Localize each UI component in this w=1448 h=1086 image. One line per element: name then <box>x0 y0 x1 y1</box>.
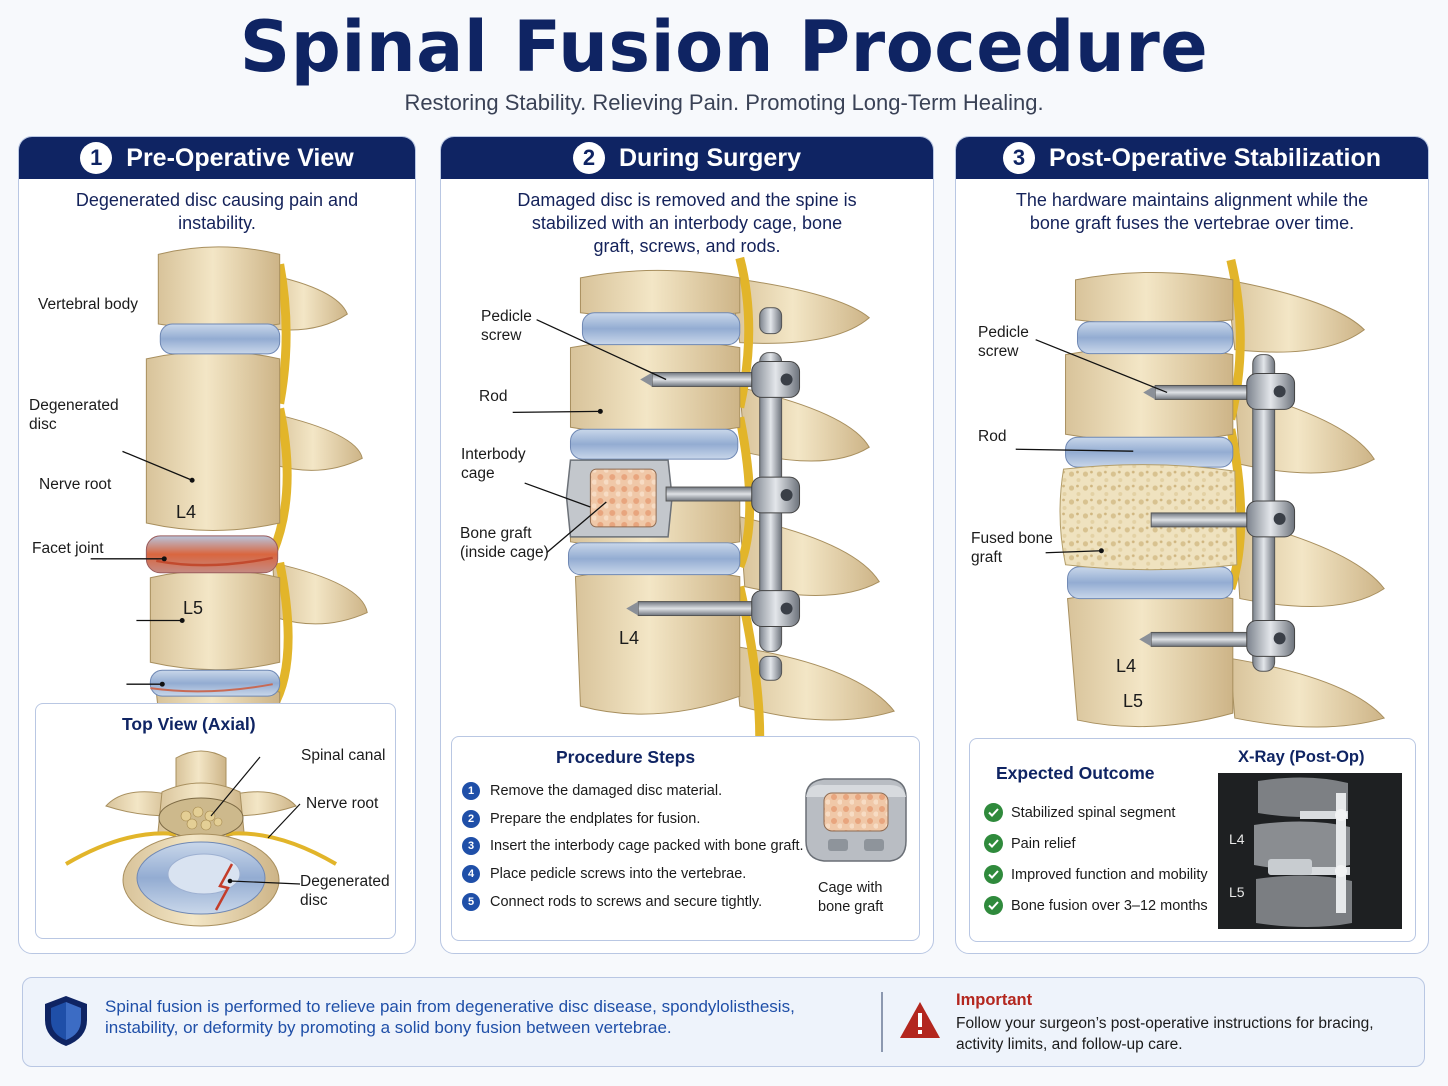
footer-info-text: Spinal fusion is performed to relieve pa… <box>105 997 795 1037</box>
label-bone-graft: Bone graft (inside cage) <box>460 525 549 561</box>
shield-icon <box>45 996 87 1046</box>
check-icon <box>984 834 1003 853</box>
important-text: Follow your surgeon’s post-operative ins… <box>956 1015 1374 1053</box>
footer-info-bar: Spinal fusion is performed to relieve pa… <box>22 977 1425 1067</box>
step-bullet: 2 <box>462 809 480 828</box>
panel-title: Pre-Operative View <box>126 143 354 172</box>
procedure-steps-box: Procedure Steps 1 Remove the damaged disc… <box>451 736 920 941</box>
label-rod: Rod <box>479 388 508 405</box>
outcome-list: Stabilized spinal segment Pain relief Im… <box>984 797 1208 921</box>
label-nerve-root: Nerve root <box>39 476 112 493</box>
list-item: 1 Remove the damaged disc material. <box>462 777 804 805</box>
page-subtitle: Restoring Stability. Relieving Pain. Pro… <box>404 90 1044 115</box>
label-cage-caption: Cage with bone graft <box>818 880 884 915</box>
xray-label-l5: L5 <box>1229 884 1245 900</box>
label-axial-degenerated-disc: Degenerated disc <box>300 873 390 909</box>
panel-description: The hardware maintains alignment while t… <box>1015 190 1369 233</box>
outcome-text: Stabilized spinal segment <box>1011 804 1176 821</box>
list-item: Pain relief <box>984 828 1208 859</box>
xray-title: X-Ray (Post-Op) <box>1238 748 1365 766</box>
label-facet-joint: Facet joint <box>32 540 104 557</box>
axial-view-box: Top View (Axial) Spinal canal Nerve root… <box>35 703 396 939</box>
axial-illustration <box>64 750 338 927</box>
outcome-text: Pain relief <box>1011 835 1076 852</box>
panel-description: Damaged disc is removed and the spine is… <box>517 190 857 256</box>
xray-label-l4: L4 <box>1229 831 1245 847</box>
list-item: Bone fusion over 3–12 months <box>984 890 1208 921</box>
label-spinal-canal: Spinal canal <box>301 747 386 764</box>
step-text: Prepare the endplates for fusion. <box>490 810 701 827</box>
outcome-title: Expected Outcome <box>996 763 1155 783</box>
procedure-steps-title: Procedure Steps <box>556 747 696 767</box>
list-item: 4 Place pedicle screws into the vertebrae… <box>462 860 804 888</box>
label-l4: L4 <box>176 502 197 522</box>
list-item: 5 Connect rods to screws and secure tight… <box>462 888 804 916</box>
important-title: Important <box>956 991 1033 1009</box>
outcome-text: Bone fusion over 3–12 months <box>1011 897 1208 914</box>
list-item: 2 Prepare the endplates for fusion. <box>462 805 804 833</box>
spine-illustration-post-op <box>1015 259 1386 728</box>
label-pedicle-screw: Pedicle screw <box>978 324 1029 360</box>
step-bullet: 4 <box>462 865 480 884</box>
step-bullet: 1 <box>462 781 480 800</box>
outcome-box: Expected Outcome Stabilized spinal segme… <box>969 738 1416 942</box>
pedicle-screw-upper <box>640 372 765 387</box>
label-degenerated-disc: Degenerated disc <box>29 397 119 433</box>
page-title: Spinal Fusion Procedure <box>239 6 1209 88</box>
step-number-badge: 3 <box>1002 142 1035 174</box>
list-item: Stabilized spinal segment <box>984 797 1208 828</box>
label-l4: L4 <box>1116 656 1137 676</box>
panel-header: 2 During Surgery <box>441 137 933 179</box>
check-icon <box>984 896 1003 915</box>
check-icon <box>984 803 1003 822</box>
list-item: Improved function and mobility <box>984 859 1208 890</box>
panel-description: Degenerated disc causing pain and instab… <box>75 190 359 233</box>
list-item: 3 Insert the interbody cage packed with b… <box>462 833 804 861</box>
axial-view-title: Top View (Axial) <box>122 714 256 734</box>
footer-divider <box>881 992 883 1052</box>
step-bullet: 5 <box>462 893 480 912</box>
panel-header: 3 Post-Operative Stabilization <box>956 137 1428 179</box>
panel-post-operative: 3 Post-Operative Stabilization The hardw… <box>955 136 1429 954</box>
spine-illustration-surgery <box>512 257 895 737</box>
cage-illustration <box>805 778 907 862</box>
label-fused-bone-graft: Fused bone graft <box>971 530 1053 566</box>
xray-image <box>1218 773 1402 929</box>
label-interbody-cage: Interbody cage <box>461 446 526 482</box>
label-pedicle-screw: Pedicle screw <box>481 308 532 344</box>
label-rod: Rod <box>978 428 1007 445</box>
step-bullet: 3 <box>462 837 480 856</box>
step-text: Connect rods to screws and secure tightl… <box>490 894 763 911</box>
label-l5: L5 <box>183 598 204 618</box>
step-text: Insert the interbody cage packed with bo… <box>490 838 804 855</box>
label-l5: L5 <box>1123 691 1144 711</box>
panel-title: During Surgery <box>619 143 801 172</box>
label-l4: L4 <box>619 628 640 648</box>
procedure-steps-list: 1 Remove the damaged disc material. 2 Prep… <box>462 777 804 916</box>
step-text: Remove the damaged disc material. <box>490 782 723 799</box>
panel-pre-operative: 1 Pre-Operative View Degenerated disc ca… <box>18 136 416 954</box>
label-vertebral-body: Vertebral body <box>38 296 138 313</box>
step-number-badge: 2 <box>573 142 605 174</box>
step-text: Place pedicle screws into the vertebrae. <box>490 866 747 883</box>
warning-icon <box>900 1002 940 1038</box>
label-axial-nerve-root: Nerve root <box>306 795 379 812</box>
step-number-badge: 1 <box>80 142 113 174</box>
check-icon <box>984 865 1003 884</box>
panel-header: 1 Pre-Operative View <box>19 137 415 179</box>
panel-title: Post-Operative Stabilization <box>1048 143 1381 172</box>
outcome-text: Improved function and mobility <box>1011 866 1208 883</box>
panel-during-surgery: 2 During Surgery Damaged disc is removed… <box>440 136 934 954</box>
